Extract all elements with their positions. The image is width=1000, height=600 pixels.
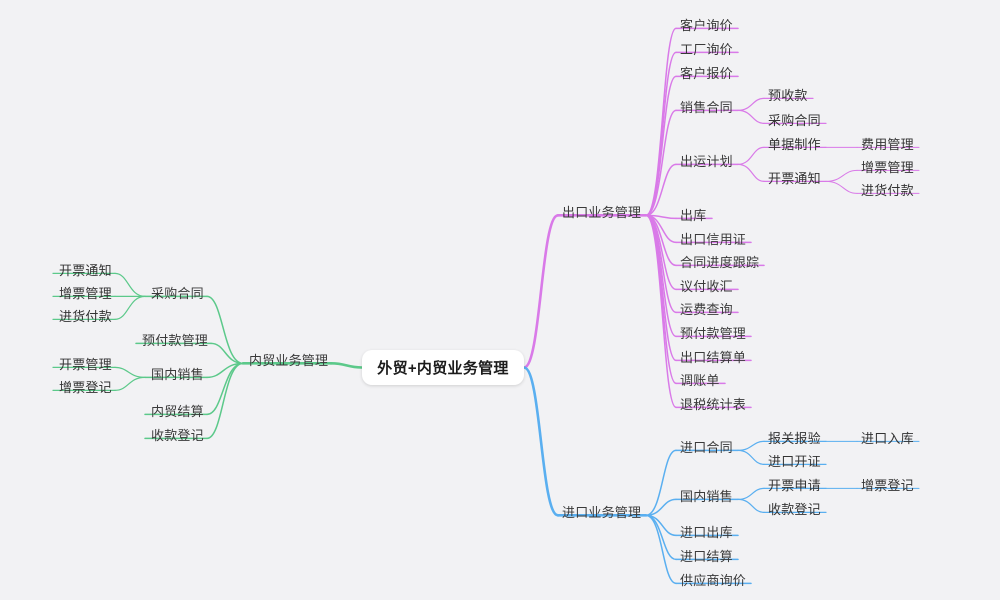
connector-edge [645, 109, 677, 217]
mindmap-node[interactable]: 进口入库 [861, 431, 914, 446]
mindmap-node[interactable]: 客户询价 [680, 18, 733, 33]
connector-edge [522, 214, 560, 369]
mindmap-node[interactable]: 合同进度跟踪 [680, 255, 760, 270]
mindmap-node[interactable]: 内贸结算 [151, 404, 204, 419]
mindmap-node[interactable]: 开票通知 [59, 263, 112, 278]
connector-edge [114, 295, 146, 320]
connector-edge [645, 163, 677, 217]
mindmap-node[interactable]: 增票管理 [861, 160, 914, 175]
connector-edge [645, 214, 677, 409]
connector-edge [206, 362, 244, 416]
mindmap-node[interactable]: 进口结算 [680, 549, 733, 564]
mindmap-node[interactable]: 单据制作 [768, 137, 821, 152]
mindmap-node[interactable]: 出运计划 [680, 154, 733, 169]
mindmap-node[interactable]: 开票申请 [768, 478, 821, 493]
mindmap-node[interactable]: 开票管理 [59, 357, 112, 372]
mindmap-node[interactable]: 进口合同 [680, 440, 733, 455]
connector-edge [737, 487, 765, 500]
connector-edge [737, 97, 765, 111]
connector-edge [206, 362, 244, 440]
connector-edge [114, 272, 146, 297]
mindmap-node[interactable]: 采购合同 [768, 113, 821, 128]
connector-edge [825, 169, 858, 182]
connector-edge [737, 498, 765, 513]
mindmap-node[interactable]: 进口开证 [768, 454, 821, 469]
connector-edge [737, 440, 765, 451]
connector-edge [210, 342, 244, 365]
mindmap-node[interactable]: 报关报验 [768, 431, 821, 446]
mindmap-node[interactable]: 出口结算单 [680, 350, 747, 365]
root-node[interactable]: 外贸+内贸业务管理 [362, 350, 524, 385]
mindmap-node[interactable]: 国内销售 [151, 367, 204, 382]
connector-edge [737, 146, 765, 165]
mindmap-node[interactable]: 进货付款 [861, 183, 914, 198]
connector-edge [206, 295, 244, 365]
mindmap-node[interactable]: 增票管理 [59, 286, 112, 301]
connector-edge [645, 498, 677, 517]
mindmap-node[interactable]: 工厂询价 [680, 42, 733, 57]
mindmap-node[interactable]: 供应商询价 [680, 573, 747, 588]
mindmap-node[interactable]: 退税统计表 [680, 397, 747, 412]
connector-edge [737, 449, 765, 465]
mindmap-node[interactable]: 销售合同 [680, 100, 733, 115]
mindmap-node[interactable]: 增票登记 [861, 478, 914, 493]
mindmap-node[interactable]: 进口出库 [680, 525, 733, 540]
mindmap-node[interactable]: 预收款 [768, 88, 808, 103]
mindmap-branch-import[interactable]: 进口业务管理 [562, 505, 642, 520]
connector-edge [645, 27, 677, 217]
mindmap-node[interactable]: 收款登记 [151, 428, 204, 443]
mindmap-node[interactable]: 开票通知 [768, 171, 821, 186]
mindmap-node[interactable]: 调账单 [680, 373, 720, 388]
mindmap-node[interactable]: 出库 [680, 208, 707, 223]
mindmap-node[interactable]: 议付收汇 [680, 279, 733, 294]
connector-edge [737, 109, 765, 124]
connector-edge [329, 362, 364, 369]
connector-edge [737, 163, 765, 182]
mindmap-branch-domestic[interactable]: 内贸业务管理 [249, 353, 329, 368]
connector-edge [114, 366, 146, 378]
mindmap-node[interactable]: 预付款管理 [142, 333, 209, 348]
connector-edge [522, 366, 560, 517]
mindmap-node[interactable]: 收款登记 [768, 502, 821, 517]
connector-edge [645, 449, 677, 517]
mindmap-node[interactable]: 采购合同 [151, 286, 204, 301]
connector-edge [645, 514, 677, 561]
connector-edge [114, 376, 146, 391]
mindmap-node[interactable]: 国内销售 [680, 489, 733, 504]
mindmap-node[interactable]: 客户报价 [680, 66, 733, 81]
mindmap-branch-export[interactable]: 出口业务管理 [562, 205, 642, 220]
mindmap-node[interactable]: 费用管理 [861, 137, 914, 152]
mindmap-node[interactable]: 出口信用证 [680, 232, 747, 247]
connector-edge [825, 180, 858, 194]
mindmap-node[interactable]: 增票登记 [59, 380, 112, 395]
mindmap-node[interactable]: 进货付款 [59, 309, 112, 324]
mindmap-node[interactable]: 预付款管理 [680, 326, 747, 341]
connector-edge [645, 514, 677, 585]
connector-edge [645, 75, 677, 217]
mindmap-node[interactable]: 运费查询 [680, 302, 733, 317]
